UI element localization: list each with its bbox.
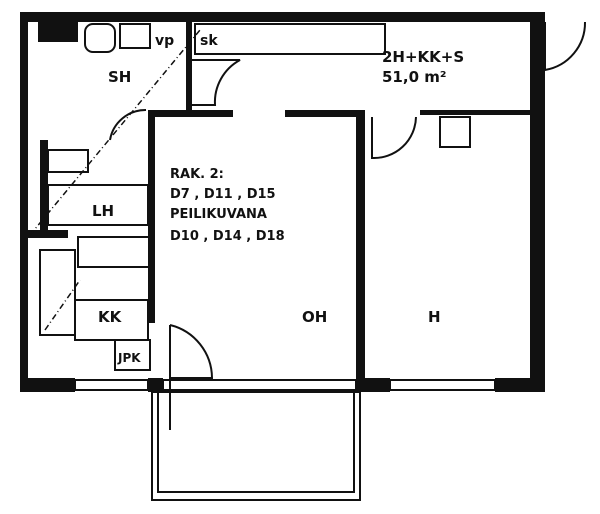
fixtures <box>29 23 471 371</box>
vp-label: vp <box>155 33 174 49</box>
room-h-label: H <box>428 308 441 326</box>
walls <box>20 12 545 392</box>
jpk-label: JPK <box>117 351 141 365</box>
room-lh-label: LH <box>92 202 114 220</box>
note-line-3: PEILIKUVANA <box>170 207 267 222</box>
apartment-type: 2H+KK+S <box>382 48 464 66</box>
doors <box>109 21 587 430</box>
note-line-2: D7 , D11 , D15 <box>170 187 276 202</box>
balcony <box>151 391 361 501</box>
sk-label: sk <box>200 33 218 49</box>
room-oh-label: OH <box>302 308 327 326</box>
note-line-4: D10 , D14 , D18 <box>170 229 285 244</box>
room-sh-label: SH <box>108 68 131 86</box>
apartment-area: 51,0 m² <box>382 68 446 86</box>
windows <box>74 379 496 391</box>
note-line-1: RAK. 2: <box>170 167 224 182</box>
room-kk-label: KK <box>98 308 123 326</box>
